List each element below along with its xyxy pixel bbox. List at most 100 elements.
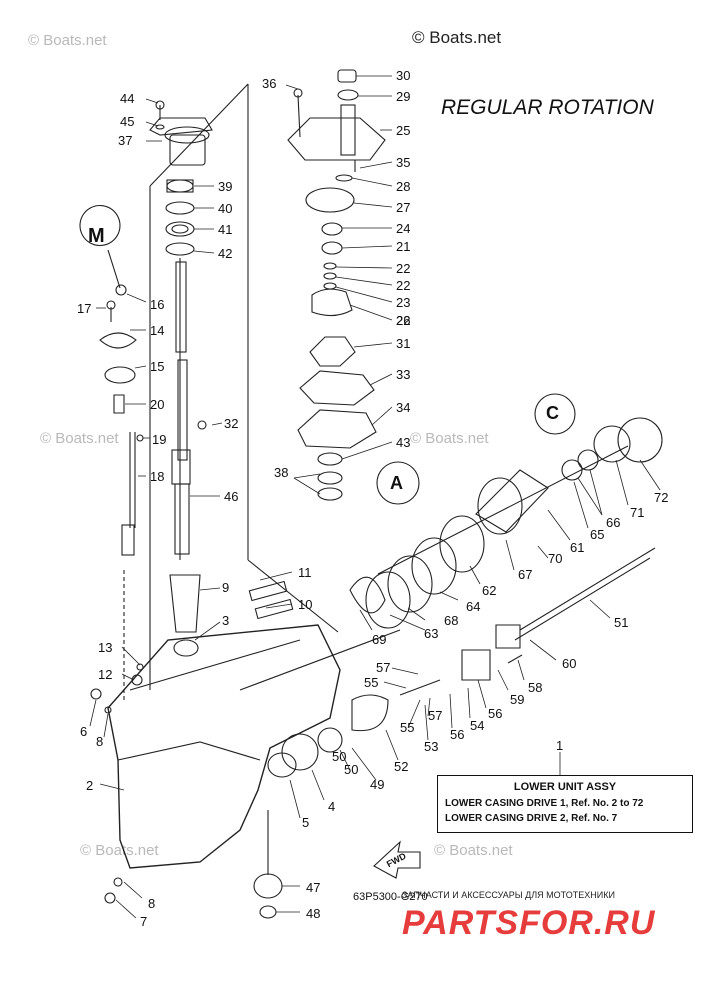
callout-18: 18 <box>150 469 165 484</box>
callout-36: 36 <box>262 76 277 91</box>
callout-1: 1 <box>556 738 564 753</box>
callout-50: 50 <box>344 762 359 777</box>
callout-11: 11 <box>298 565 312 580</box>
callout-31: 31 <box>396 336 411 351</box>
callout-4: 4 <box>328 799 336 814</box>
callout-56b: 56 <box>450 727 465 742</box>
assembly-legend: LOWER UNIT ASSY LOWER CASING DRIVE 1, Re… <box>437 775 693 833</box>
inset-icon-c: C <box>546 403 559 423</box>
callout-3: 3 <box>222 613 230 628</box>
callout-51: 51 <box>614 615 629 630</box>
callout-55: 55 <box>364 675 379 690</box>
callout-48: 48 <box>306 906 321 921</box>
callout-34: 34 <box>396 400 411 415</box>
callout-15: 15 <box>150 359 165 374</box>
callout-33: 33 <box>396 367 411 382</box>
callout-41: 41 <box>218 222 233 237</box>
callout-69: 69 <box>372 632 387 647</box>
callout-63: 63 <box>424 626 439 641</box>
callout-38: 38 <box>274 465 289 480</box>
callout-37: 37 <box>118 133 133 148</box>
callout-32: 32 <box>224 416 239 431</box>
callout-61: 61 <box>570 540 585 555</box>
callout-28: 28 <box>396 179 411 194</box>
inset-circle <box>79 205 121 246</box>
callout-14: 14 <box>150 323 165 338</box>
callout-25: 25 <box>396 123 411 138</box>
callout-71: 71 <box>630 505 645 520</box>
inset-icon-a: A <box>390 473 403 493</box>
callout-49: 49 <box>370 777 385 792</box>
callout-35: 35 <box>396 155 411 170</box>
callout-20: 20 <box>150 397 165 412</box>
callout-54: 54 <box>470 718 485 733</box>
callout-55b: 55 <box>400 720 415 735</box>
callout-2: 2 <box>86 778 94 793</box>
callout-40: 40 <box>218 201 233 216</box>
callout-70: 70 <box>548 551 563 566</box>
callout-8: 8 <box>96 734 104 749</box>
callout-24: 24 <box>396 221 411 236</box>
callout-53: 53 <box>424 739 439 754</box>
callout-27: 27 <box>396 200 411 215</box>
site-logo: PARTSFOR.RU <box>402 904 656 942</box>
callout-47: 47 <box>306 880 321 895</box>
assembly-line-2: LOWER CASING DRIVE 2, Ref. No. 7 <box>445 813 618 824</box>
callout-66: 66 <box>606 515 621 530</box>
callout-21: 21 <box>396 239 411 254</box>
faint-watermark: © Boats.net <box>28 32 107 49</box>
diagram-code: 63P5300-G270 <box>353 891 428 903</box>
rotation-heading: REGULAR ROTATION <box>441 96 654 119</box>
callout-26: 26 <box>396 313 411 328</box>
callout-39: 39 <box>218 179 233 194</box>
callout-12: 12 <box>98 667 113 682</box>
callout-10: 10 <box>298 597 313 612</box>
copyright-watermark: © Boats.net <box>412 28 502 47</box>
callout-13: 13 <box>98 640 113 655</box>
site-tagline: ЗАПЧАСТИ И АКСЕССУАРЫ ДЛЯ МОТОТЕХНИКИ <box>402 890 615 900</box>
callout-64: 64 <box>466 599 481 614</box>
callout-60: 60 <box>562 656 577 671</box>
faint-watermark: © Boats.net <box>80 842 159 859</box>
faint-watermark: © Boats.net <box>40 430 119 447</box>
callout-19: 19 <box>152 432 167 447</box>
faint-watermark: © Boats.net <box>434 842 513 859</box>
callout-22: 22 <box>396 261 411 276</box>
assembly-title: LOWER UNIT ASSY <box>513 781 617 793</box>
lower-casing <box>107 624 341 869</box>
callout-43: 43 <box>396 435 411 450</box>
callout-50b: 50 <box>332 749 347 764</box>
callout-67: 67 <box>518 567 533 582</box>
callout-22b: 22 <box>396 278 411 293</box>
callout-22c: 22 <box>396 313 411 328</box>
callout-7: 7 <box>140 914 148 929</box>
callout-62: 62 <box>482 583 497 598</box>
callout-56: 56 <box>488 706 503 721</box>
callout-65: 65 <box>590 527 605 542</box>
callout-42: 42 <box>218 246 233 261</box>
callout-44: 44 <box>120 91 135 106</box>
callout-9: 9 <box>222 580 230 595</box>
callout-58: 58 <box>528 680 543 695</box>
callout-57: 57 <box>376 660 391 675</box>
callout-52: 52 <box>394 759 409 774</box>
callout-17: 17 <box>77 301 92 316</box>
callout-57b: 57 <box>428 708 443 723</box>
faint-watermark: © Boats.net <box>410 430 489 447</box>
callout-8b: 8 <box>148 896 156 911</box>
callout-29: 29 <box>396 89 411 104</box>
callout-16: 16 <box>150 297 165 312</box>
callout-23: 23 <box>396 295 411 310</box>
assembly-line-1: LOWER CASING DRIVE 1, Ref. No. 2 to 72 <box>445 798 644 809</box>
callout-5: 5 <box>302 815 310 830</box>
callout-72: 72 <box>654 490 669 505</box>
callout-6: 6 <box>80 724 88 739</box>
callout-59: 59 <box>510 692 525 707</box>
callout-68: 68 <box>444 613 459 628</box>
callout-46: 46 <box>224 489 239 504</box>
callout-45: 45 <box>120 114 135 129</box>
inset-icon-m: M <box>88 225 105 247</box>
callout-30: 30 <box>396 68 411 83</box>
